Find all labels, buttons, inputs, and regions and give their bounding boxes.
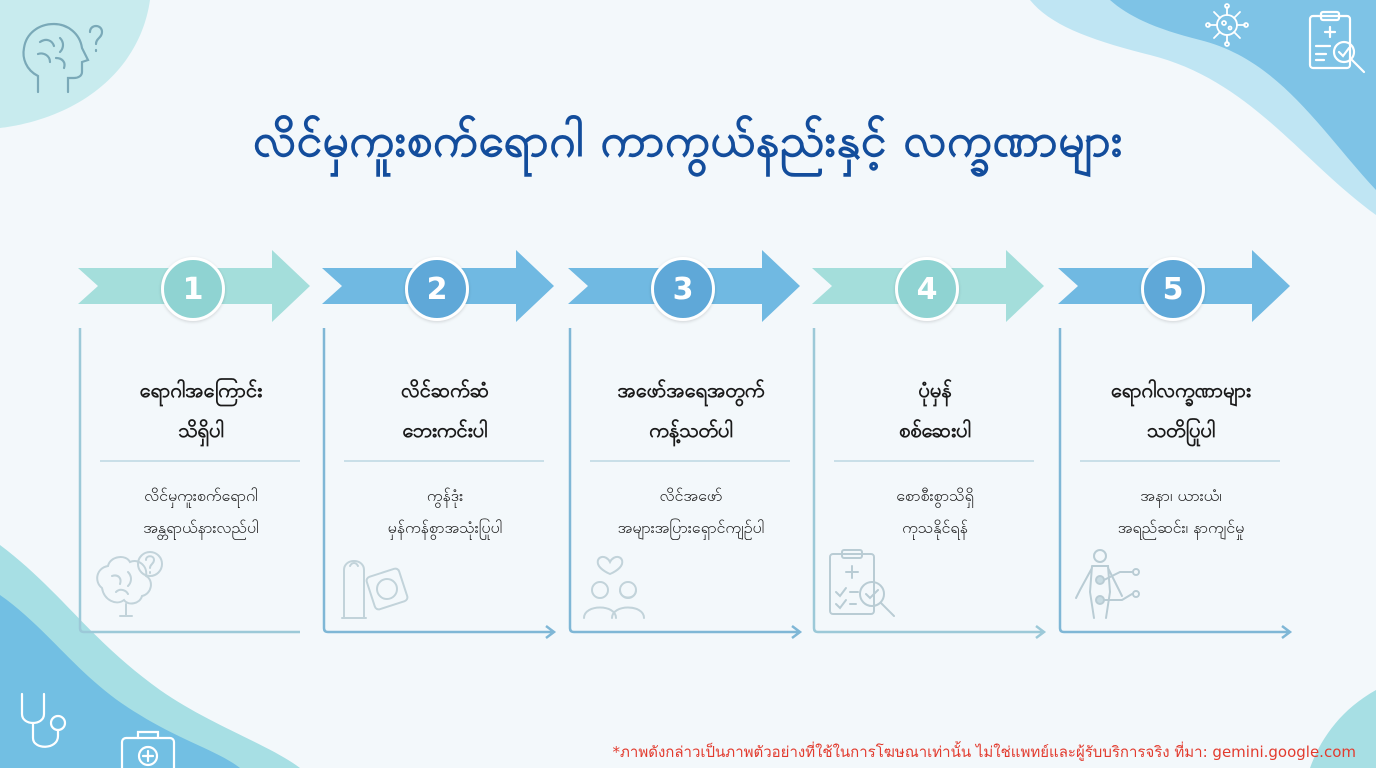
step-description: စောစီးစွာသိရှိ ကုသနိုင်ရန်: [896, 486, 974, 537]
step-2: 2 လိင်ဆက်ဆံ ဘေးကင်းပါ ကွန်ဒုံး မှန်ကန်စွ…: [322, 248, 568, 648]
page-title: လိင်မှကူးစက်ရောဂါ ကာကွယ်နည်းနှင့် လက္ခဏာ…: [253, 113, 1123, 167]
clipboard-checkup-icon: [829, 549, 895, 617]
step-number-badge: 4: [895, 257, 959, 321]
step-divider: [834, 460, 1034, 462]
step-description: အနာ၊ ယားယံ၊ အရည်ဆင်း၊ နာကျင်မှု: [1117, 486, 1245, 537]
step-description: လိင်မှကူးစက်ရောဂါ အန္တရာယ်နားလည်ပါ: [143, 486, 259, 537]
step-divider: [590, 460, 790, 462]
clipboard-search-icon: [1308, 10, 1366, 74]
step-divider: [344, 460, 544, 462]
step-heading: ရောဂါလက္ခဏာများ သတိပြုပါ: [1110, 378, 1252, 442]
medical-kit-icon: [120, 730, 176, 768]
step-1: 1 ရောဂါအကြောင်း သိရှိပါ လိင်မှကူးစက်ရောဂ…: [78, 248, 324, 648]
step-card-frame: [812, 328, 1047, 639]
step-divider: [1080, 460, 1280, 462]
step-card-frame: [568, 328, 803, 639]
step-card-frame: [322, 328, 557, 639]
step-number-badge: 5: [1141, 257, 1205, 321]
stethoscope-icon: [20, 692, 67, 748]
couple-heart-icon: [583, 556, 645, 619]
step-divider: [100, 460, 300, 462]
step-heading: ရောဂါအကြောင်း သိရှိပါ: [139, 378, 263, 442]
step-heading: အဖော်အရေအတွက် ကန့်သတ်ပါ: [617, 378, 765, 442]
step-description: ကွန်ဒုံး မှန်ကန်စွာအသုံးပြုပါ: [387, 486, 503, 537]
condom-icon: [341, 560, 409, 619]
step-number-badge: 3: [651, 257, 715, 321]
step-3: 3 အဖော်အရေအတွက် ကန့်သတ်ပါ လိင်အဖော် အမျာ…: [568, 248, 814, 648]
brain-question-icon: [96, 551, 163, 617]
step-card-frame: [78, 328, 300, 634]
body-symptoms-icon: [1075, 549, 1140, 619]
step-heading: ပုံမှန် စစ်ဆေးပါ: [899, 378, 971, 442]
brain-question-icon: [22, 22, 104, 94]
step-card-frame: [1058, 328, 1293, 639]
virus-icon: [1205, 3, 1249, 47]
step-number-badge: 2: [405, 257, 469, 321]
step-5: 5 ရောဂါလက္ခဏာများ သတိပြုပါ အနာ၊ ယားယံ၊ အ…: [1058, 248, 1304, 648]
footer-disclaimer: *ภาพดังกล่าวเป็นภาพตัวอย่างที่ใช้ในการโฆ…: [612, 743, 1356, 761]
step-4: 4 ပုံမှန် စစ်ဆေးပါ စောစီးစွာသိရှိ ကုသနို…: [812, 248, 1058, 648]
step-description: လိင်အဖော် အများအပြားရှောင်ကျဉ်ပါ: [617, 486, 765, 537]
step-number-badge: 1: [161, 257, 225, 321]
step-heading: လိင်ဆက်ဆံ ဘေးကင်းပါ: [400, 378, 490, 442]
